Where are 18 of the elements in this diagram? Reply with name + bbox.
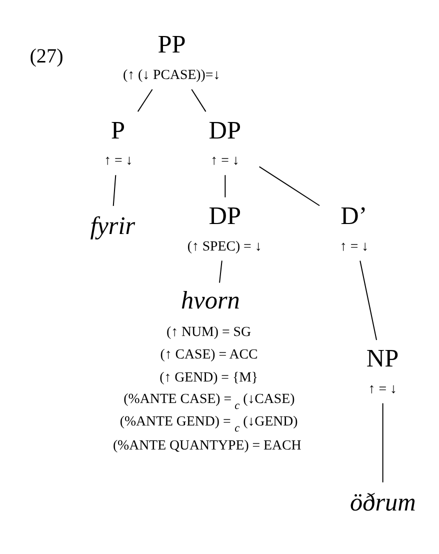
connector: [224, 175, 226, 198]
node-text: DP (↑ SPEC) = ↓: [187, 203, 262, 254]
connector: [382, 403, 384, 482]
node-text: D’ ↑ = ↓: [340, 203, 369, 254]
node-text: hvorn (↑ NUM) = SG (↑ CASE) = ACC (↑ GEND) = {M} (%ANTE CASE) =$_{c}$ (↓CASE) (%ANTE GEND) =$_{c}$ (↓GEND) (%ANTE QUANTYPE) = EACH: [112, 288, 302, 454]
node-text: fyrir: [90, 213, 136, 240]
connector: [112, 175, 116, 206]
label: (27): [30, 45, 64, 68]
node-text: P ↑ = ↓: [104, 117, 133, 169]
connector: [219, 260, 222, 283]
connector: [259, 166, 320, 206]
node-text: PP (↑ (↓ PCASE))=↓: [123, 32, 220, 83]
connector: [191, 89, 206, 112]
node-text: NP ↑ = ↓: [366, 346, 399, 397]
node-text: öðrum: [350, 489, 416, 516]
connector: [137, 89, 153, 112]
connector: [360, 260, 378, 340]
node-text: DP ↑ = ↓: [208, 117, 242, 169]
